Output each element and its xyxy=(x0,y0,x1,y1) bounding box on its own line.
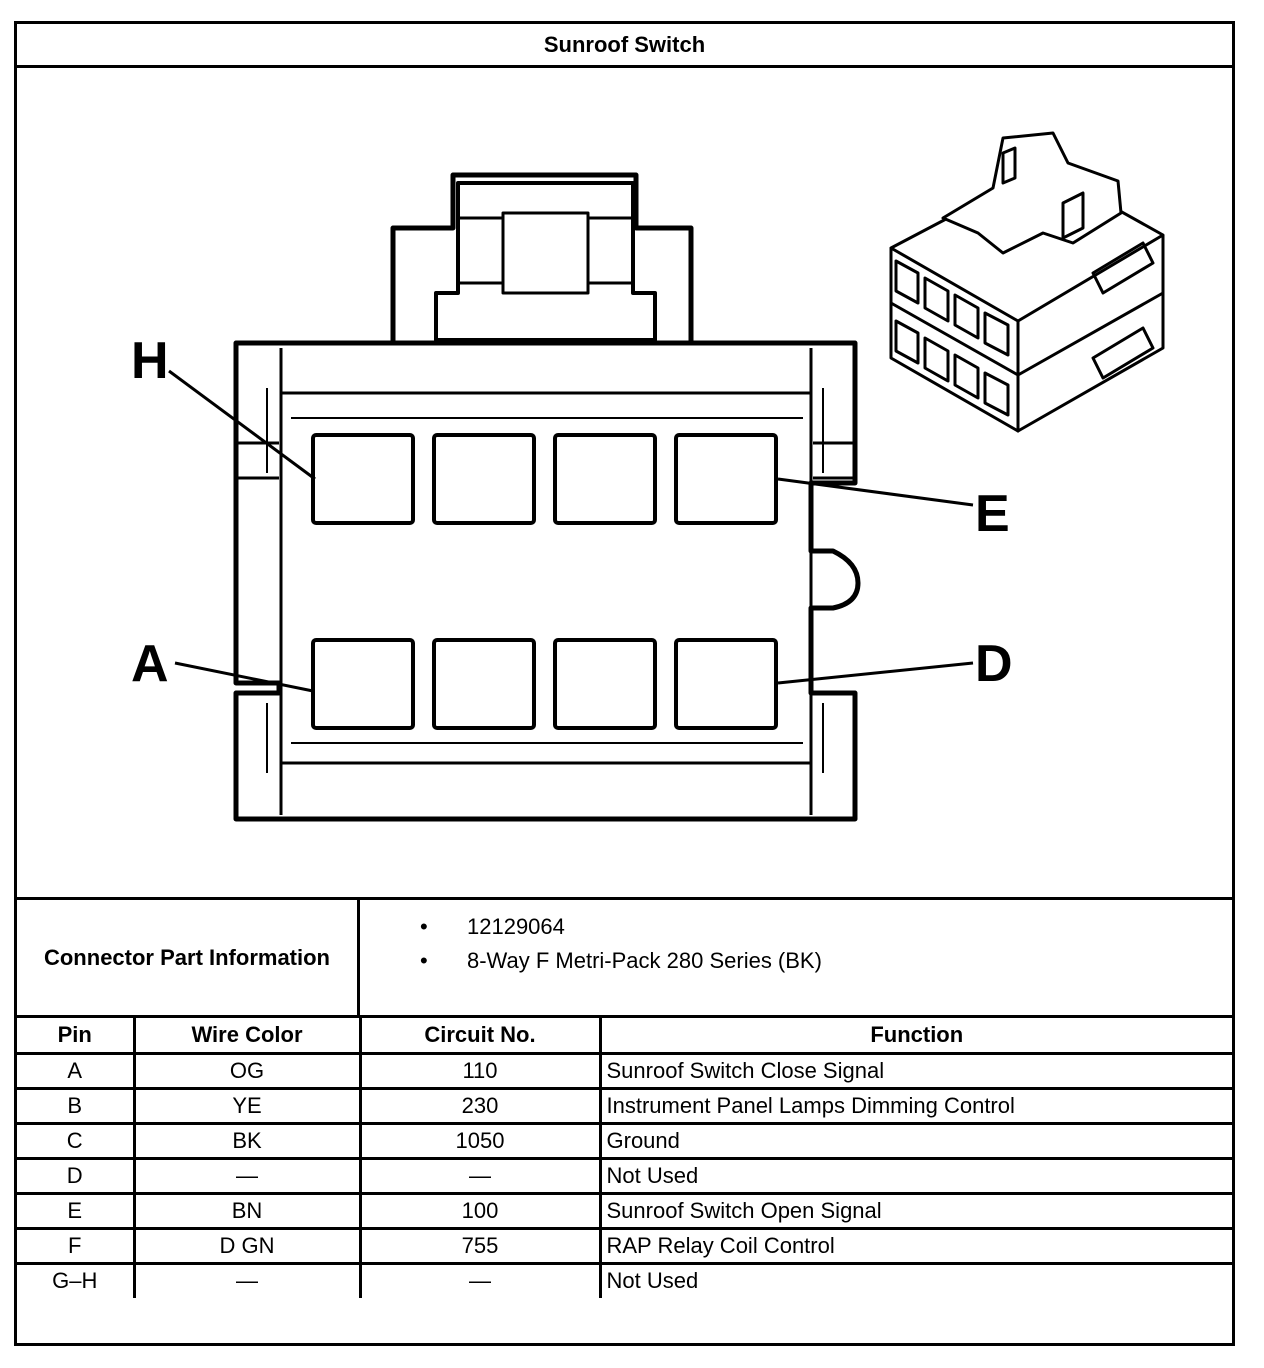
wire-color-cell: — xyxy=(132,1156,362,1195)
table-header-row: Pin Wire Color Circuit No. Function xyxy=(17,1018,1232,1055)
header-pin: Pin xyxy=(17,1018,136,1055)
connector-part-info-label: Connector Part Information xyxy=(17,900,360,1015)
table-row: F D GN 755 RAP Relay Coil Control xyxy=(17,1226,1232,1265)
table-row: B YE 230 Instrument Panel Lamps Dimming … xyxy=(17,1086,1232,1125)
table-row: D — — Not Used xyxy=(17,1156,1232,1195)
wire-color-cell: OG xyxy=(132,1051,362,1090)
connector-card: Sunroof Switch xyxy=(14,21,1235,1346)
function-cell: RAP Relay Coil Control xyxy=(598,1226,1232,1265)
function-cell: Sunroof Switch Close Signal xyxy=(598,1051,1232,1090)
function-cell: Sunroof Switch Open Signal xyxy=(598,1191,1232,1230)
function-cell: Not Used xyxy=(598,1261,1232,1298)
pin-cell: G–H xyxy=(17,1261,136,1298)
connector-type: 8-Way F Metri-Pack 280 Series (BK) xyxy=(467,948,822,973)
pin-cell: F xyxy=(17,1226,136,1265)
function-cell: Ground xyxy=(598,1121,1232,1160)
wire-color-cell: — xyxy=(132,1261,362,1298)
circuit-cell: 755 xyxy=(358,1226,602,1265)
table-row: C BK 1050 Ground xyxy=(17,1121,1232,1160)
callout-h: H xyxy=(131,332,169,390)
circuit-cell: — xyxy=(358,1261,602,1298)
wire-color-cell: BK xyxy=(132,1121,362,1160)
circuit-cell: — xyxy=(358,1156,602,1195)
wire-color-cell: YE xyxy=(132,1086,362,1125)
list-item: • 12129064 xyxy=(360,910,822,944)
pin-cell: B xyxy=(17,1086,136,1125)
circuit-cell: 230 xyxy=(358,1086,602,1125)
callout-e: E xyxy=(975,485,1010,543)
callout-a: A xyxy=(131,635,169,693)
pin-cell: D xyxy=(17,1156,136,1195)
bullet-icon: • xyxy=(420,914,428,939)
header-wire-color: Wire Color xyxy=(132,1018,362,1055)
wire-color-cell: BN xyxy=(132,1191,362,1230)
table-row: G–H — — Not Used xyxy=(17,1261,1232,1298)
pin-table: Pin Wire Color Circuit No. Function A OG… xyxy=(17,1018,1232,1298)
connector-part-list: • 12129064 • 8-Way F Metri-Pack 280 Series… xyxy=(360,910,822,978)
pin-cell: A xyxy=(17,1051,136,1090)
bullet-icon: • xyxy=(420,948,428,973)
header-function: Function xyxy=(598,1018,1232,1055)
circuit-cell: 100 xyxy=(358,1191,602,1230)
circuit-cell: 1050 xyxy=(358,1121,602,1160)
header-circuit-no: Circuit No. xyxy=(358,1018,602,1055)
connector-title: Sunroof Switch xyxy=(17,24,1232,68)
circuit-cell: 110 xyxy=(358,1051,602,1090)
part-number: 12129064 xyxy=(467,914,565,939)
list-item: • 8-Way F Metri-Pack 280 Series (BK) xyxy=(360,944,822,978)
pin-cell: E xyxy=(17,1191,136,1230)
function-cell: Instrument Panel Lamps Dimming Control xyxy=(598,1086,1232,1125)
wire-color-cell: D GN xyxy=(132,1226,362,1265)
callout-d: D xyxy=(975,635,1013,693)
connector-iso-icon xyxy=(889,131,1165,433)
table-row: A OG 110 Sunroof Switch Close Signal xyxy=(17,1051,1232,1090)
table-row: E BN 100 Sunroof Switch Open Signal xyxy=(17,1191,1232,1230)
pin-cell: C xyxy=(17,1121,136,1160)
connector-diagram: H E A D xyxy=(17,68,1232,900)
connector-part-info: Connector Part Information • 12129064 • 8-… xyxy=(17,900,1232,1018)
function-cell: Not Used xyxy=(598,1156,1232,1195)
connector-face-drawing: H E A D xyxy=(131,131,1165,822)
